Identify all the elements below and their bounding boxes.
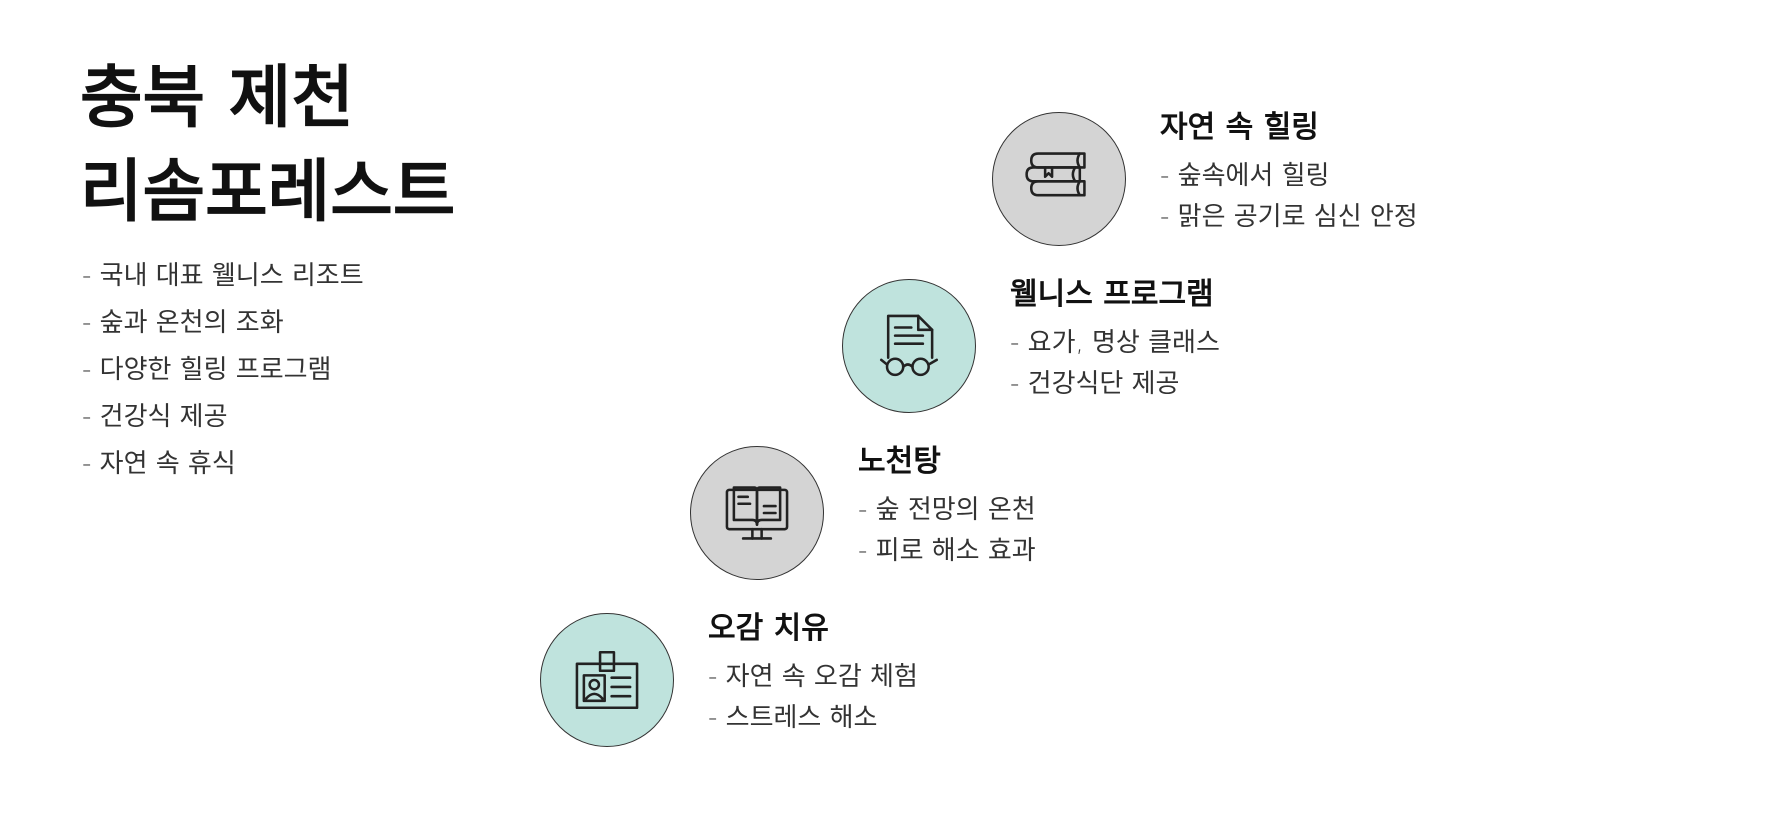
title-line-2: 리솜포레스트 bbox=[80, 153, 456, 232]
feature-icon-circle bbox=[690, 446, 824, 580]
feature-item: - 스트레스 해소 bbox=[708, 703, 878, 733]
books-icon bbox=[1025, 152, 1086, 197]
feature-text: 웰니스 프로그램 - 요가, 명상 클래스 - 건강식단 제공 bbox=[1010, 275, 1470, 405]
feature-list: - 요가, 명상 클래스 - 건강식단 제공 bbox=[1010, 323, 1470, 405]
feature-text: 자연 속 힐링 - 숲속에서 힐링 - 맑은 공기로 심신 안정 bbox=[1160, 108, 1620, 238]
feature-item: - 피로 해소 효과 bbox=[858, 536, 1036, 566]
feature-item: - 요가, 명상 클래스 bbox=[1010, 328, 1220, 358]
document-glasses-icon bbox=[879, 314, 939, 377]
intro-item: - 다양한 힐링 프로그램 bbox=[82, 355, 332, 385]
feature-icon-circle bbox=[992, 112, 1126, 246]
feature-title: 자연 속 힐링 bbox=[1160, 110, 1319, 145]
id-badge-icon bbox=[575, 650, 639, 710]
feature-title: 웰니스 프로그램 bbox=[1010, 277, 1214, 312]
intro-item: - 숲과 온천의 조화 bbox=[82, 308, 284, 338]
feature-title: 노천탕 bbox=[858, 444, 941, 479]
feature-icon-circle bbox=[842, 279, 976, 413]
feature-item: - 숲속에서 힐링 bbox=[1160, 161, 1330, 191]
feature-item: - 맑은 공기로 심신 안정 bbox=[1160, 202, 1418, 232]
page-title: 충북 제천 리솜포레스트 bbox=[80, 52, 455, 240]
feature-item: - 건강식단 제공 bbox=[1010, 369, 1180, 399]
feature-list: - 숲속에서 힐링 - 맑은 공기로 심신 안정 bbox=[1160, 156, 1620, 238]
feature-list: - 자연 속 오감 체험 - 스트레스 해소 bbox=[708, 657, 1168, 739]
feature-item: - 숲 전망의 온천 bbox=[858, 495, 1036, 525]
monitor-book-icon bbox=[725, 486, 789, 540]
title-line-1: 충북 제천 bbox=[80, 59, 354, 138]
feature-icon-circle bbox=[540, 613, 674, 747]
intro-item: - 자연 속 휴식 bbox=[82, 449, 236, 479]
intro-item: - 국내 대표 웰니스 리조트 bbox=[82, 261, 364, 291]
feature-text: 오감 치유 - 자연 속 오감 체험 - 스트레스 해소 bbox=[708, 609, 1168, 739]
feature-item: - 자연 속 오감 체험 bbox=[708, 662, 918, 692]
intro-item: - 건강식 제공 bbox=[82, 402, 228, 432]
feature-text: 노천탕 - 숲 전망의 온천 - 피로 해소 효과 bbox=[858, 442, 1318, 572]
feature-list: - 숲 전망의 온천 - 피로 해소 효과 bbox=[858, 490, 1318, 572]
intro-list: - 국내 대표 웰니스 리조트 - 숲과 온천의 조화 - 다양한 힐링 프로그… bbox=[82, 253, 364, 488]
feature-title: 오감 치유 bbox=[708, 611, 829, 646]
